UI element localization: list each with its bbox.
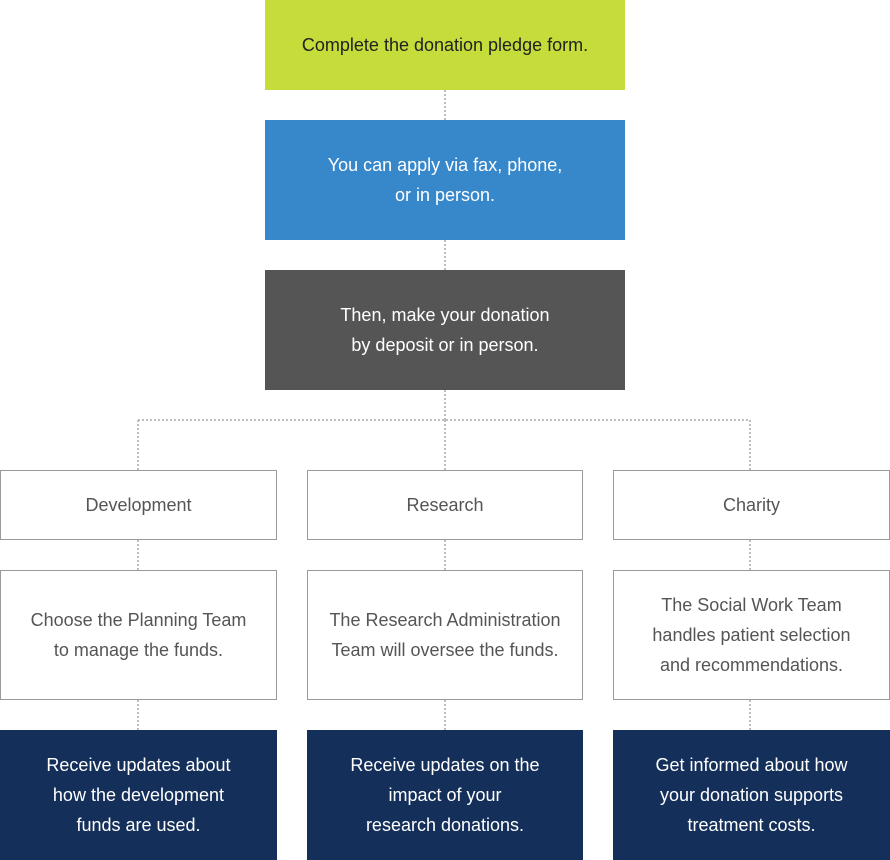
branch-research-title: Research bbox=[406, 495, 484, 515]
branch-development-title-box: Development bbox=[0, 470, 277, 540]
branch-research-result: Receive updates on the impact of your re… bbox=[350, 755, 540, 835]
branch-charity-result-box: Get informed about how your donation sup… bbox=[613, 730, 890, 860]
branch-charity-detail-box: The Social Work Team handles patient sel… bbox=[613, 570, 890, 700]
branch-development-detail-box: Choose the Planning Team to manage the f… bbox=[0, 570, 277, 700]
step-donate-text: Then, make your donation by deposit or i… bbox=[340, 305, 550, 355]
step-donate-box: Then, make your donation by deposit or i… bbox=[265, 270, 625, 390]
step-apply-text: You can apply via fax, phone, or in pers… bbox=[327, 155, 563, 205]
branch-charity-result: Get informed about how your donation sup… bbox=[655, 755, 848, 835]
branch-development-detail: Choose the Planning Team to manage the f… bbox=[30, 610, 247, 660]
branch-research-result-box: Receive updates on the impact of your re… bbox=[307, 730, 583, 860]
step-pledge-box: Complete the donation pledge form. bbox=[265, 0, 625, 90]
branch-charity-detail: The Social Work Team handles patient sel… bbox=[652, 595, 851, 675]
step-pledge-text: Complete the donation pledge form. bbox=[301, 35, 589, 55]
branch-research-title-box: Research bbox=[307, 470, 583, 540]
step-apply-box: You can apply via fax, phone, or in pers… bbox=[265, 120, 625, 240]
branch-research-detail: The Research Administration Team will ov… bbox=[329, 610, 561, 660]
branch-development-title: Development bbox=[85, 495, 192, 515]
branch-research-detail-box: The Research Administration Team will ov… bbox=[307, 570, 583, 700]
branch-charity-title: Charity bbox=[722, 495, 780, 515]
branch-charity-title-box: Charity bbox=[613, 470, 890, 540]
branch-development-result: Receive updates about how the developmen… bbox=[46, 755, 231, 835]
branch-development-result-box: Receive updates about how the developmen… bbox=[0, 730, 277, 860]
